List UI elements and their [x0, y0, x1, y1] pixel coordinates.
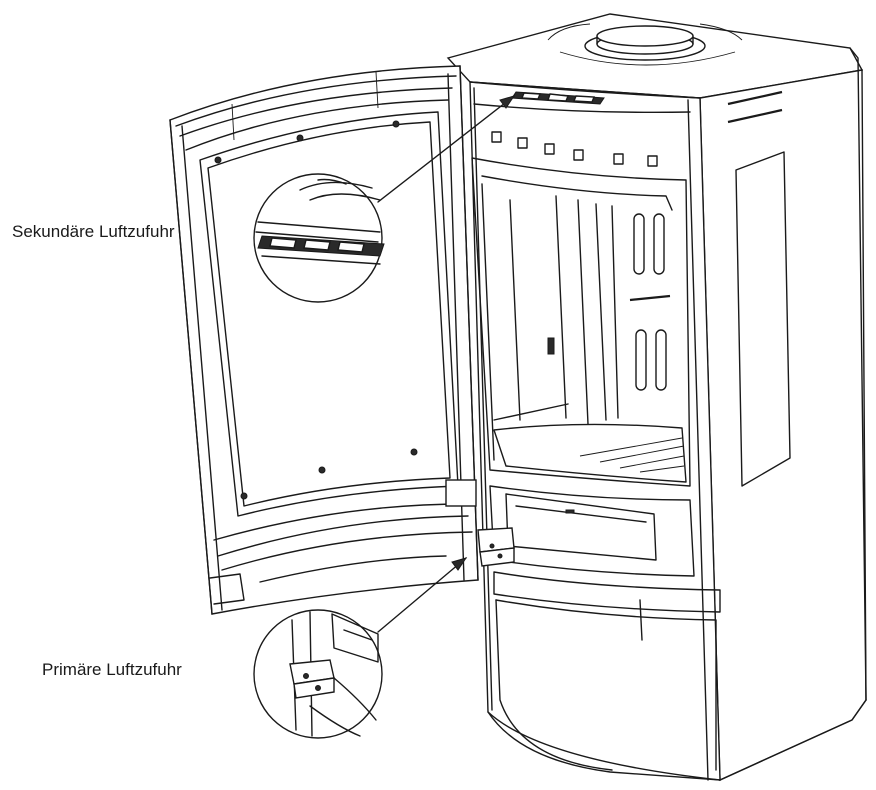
secondary-air-detail	[253, 173, 385, 303]
open-door	[169, 65, 479, 615]
secondary-air-label: Sekundäre Luftzufuhr	[12, 222, 175, 241]
primary-air-arrowhead	[451, 557, 468, 571]
primary-air-detail	[253, 609, 383, 739]
primary-air-label: Primäre Luftzufuhr	[42, 660, 182, 679]
stove-body	[446, 13, 867, 782]
secondary-air-arrow	[377, 95, 515, 203]
primary-air-arrow	[377, 557, 467, 633]
secondary-air-arrowhead	[499, 95, 516, 109]
